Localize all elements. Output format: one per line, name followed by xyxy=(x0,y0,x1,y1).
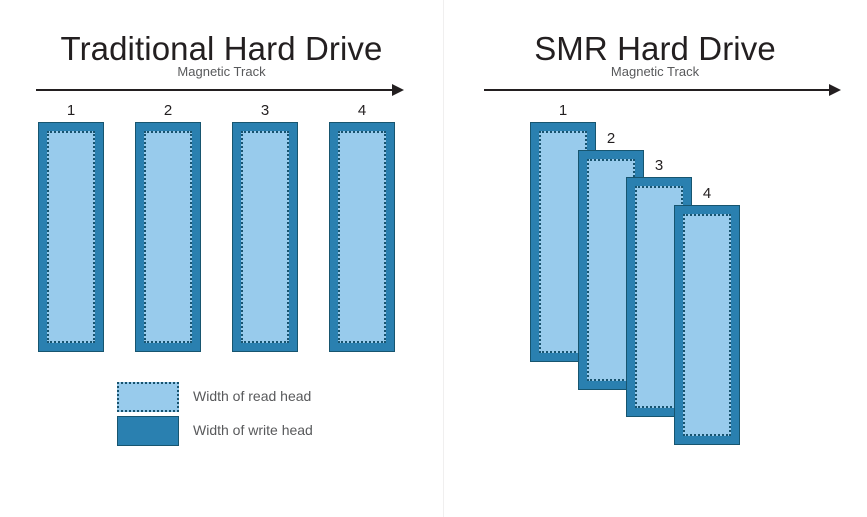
arrow-shaft xyxy=(484,89,830,91)
track-number-label-1: 1 xyxy=(558,102,568,119)
read-head-zone-2 xyxy=(144,131,192,343)
panel-divider xyxy=(443,0,444,517)
track-number-label-3: 3 xyxy=(260,102,270,119)
track-number-label-2: 2 xyxy=(163,102,173,119)
track-bar-4 xyxy=(674,205,740,445)
arrow-head xyxy=(829,84,841,96)
track-bar-3 xyxy=(232,122,298,352)
right-arrow-icon xyxy=(36,84,404,98)
read-head-zone-4 xyxy=(338,131,386,343)
legend-swatch-read-head xyxy=(117,382,179,412)
read-head-zone-1 xyxy=(47,131,95,343)
arrow-head xyxy=(392,84,404,96)
page-title-smr: SMR Hard Drive xyxy=(534,30,776,68)
track-number-label-4: 4 xyxy=(702,185,712,202)
panel-traditional-hard-drive: Traditional Hard Drive Magnetic Track 1 2… xyxy=(36,30,404,446)
track-bar-1 xyxy=(38,122,104,352)
axis-label-magnetic-track-left: Magnetic Track xyxy=(177,64,266,79)
read-head-zone-4 xyxy=(683,214,731,436)
legend-label-read-head: Width of read head xyxy=(193,388,312,404)
track-number-label-3: 3 xyxy=(654,157,664,174)
page-title-traditional: Traditional Hard Drive xyxy=(60,30,383,68)
legend-label-write-head: Width of write head xyxy=(193,422,313,438)
track-bar-4 xyxy=(329,122,395,352)
read-head-zone-3 xyxy=(241,131,289,343)
right-arrow-icon xyxy=(484,84,841,98)
track-number-label-4: 4 xyxy=(357,102,367,119)
track-number-label-1: 1 xyxy=(66,102,76,119)
axis-label-magnetic-track-right: Magnetic Track xyxy=(610,64,700,79)
track-bar-2 xyxy=(135,122,201,352)
arrow-shaft xyxy=(36,89,393,91)
track-number-label-2: 2 xyxy=(606,130,616,147)
legend-swatch-write-head xyxy=(117,416,179,446)
